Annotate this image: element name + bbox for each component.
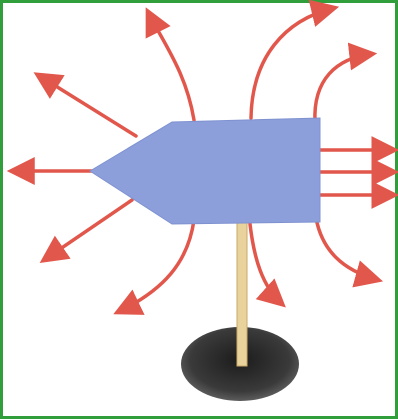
arrow-bottom-middle-curve — [250, 224, 282, 304]
arrow-top-right-curve — [315, 54, 372, 122]
arrow-top-left-curve — [148, 12, 194, 120]
arrow-lower-left — [44, 200, 132, 260]
arrow-bottom-right-curve — [316, 218, 378, 280]
arrow-bottom-left-curve — [118, 220, 194, 312]
arrow-upper-left — [38, 75, 136, 136]
bullet-body — [90, 118, 320, 224]
arrow-top-middle-curve — [251, 8, 334, 118]
stand-post — [237, 216, 247, 366]
